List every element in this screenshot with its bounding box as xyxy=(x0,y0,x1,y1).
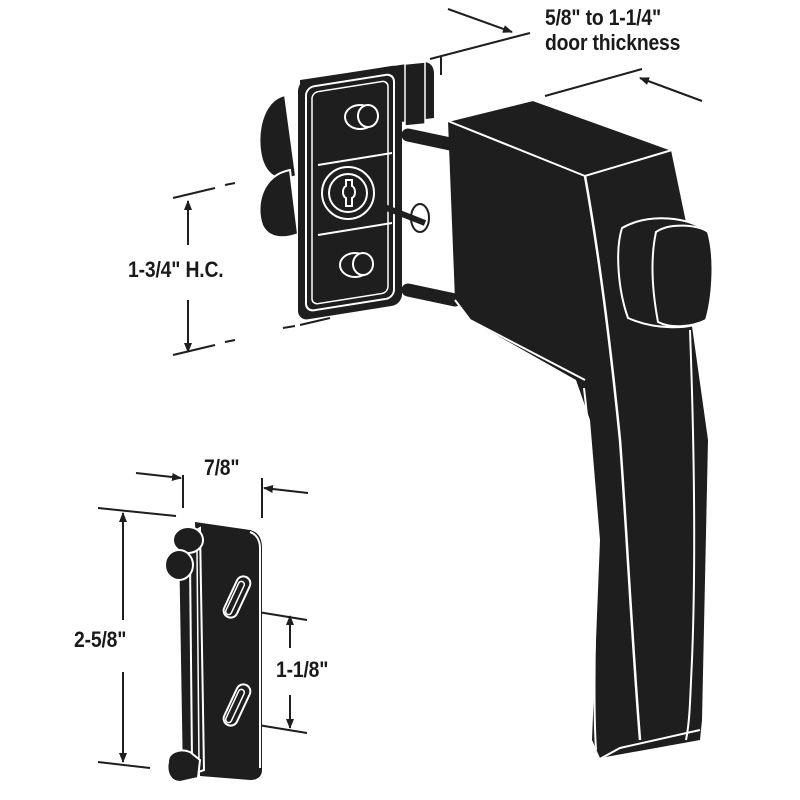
hole-center-dimension xyxy=(172,182,331,356)
lock-cylinder xyxy=(321,166,430,233)
lower-slot xyxy=(222,683,252,727)
door-thickness-dimension xyxy=(429,8,703,102)
slot-spacing-dimension xyxy=(257,611,308,734)
strike-height-dimension xyxy=(97,507,177,769)
strike-width-label: 7/8" xyxy=(204,455,240,480)
door-thickness-range-label: 5/8" to 1-1/4" xyxy=(545,5,661,30)
strike-width-dimension xyxy=(135,472,309,518)
mounting-plate xyxy=(258,61,462,320)
top-screw-boss xyxy=(344,104,379,130)
strike-plate xyxy=(164,522,262,784)
bottom-screw-boss xyxy=(339,252,374,278)
slot-spacing-label: 1-1/8" xyxy=(276,657,329,682)
strike-height-label: 2-5/8" xyxy=(74,627,127,652)
push-button xyxy=(617,217,714,329)
upper-slot xyxy=(222,575,252,619)
exterior-handle xyxy=(444,98,714,761)
hole-center-label: 1-3/4" H.C. xyxy=(128,257,224,282)
door-thickness-caption-label: door thickness xyxy=(545,30,681,55)
